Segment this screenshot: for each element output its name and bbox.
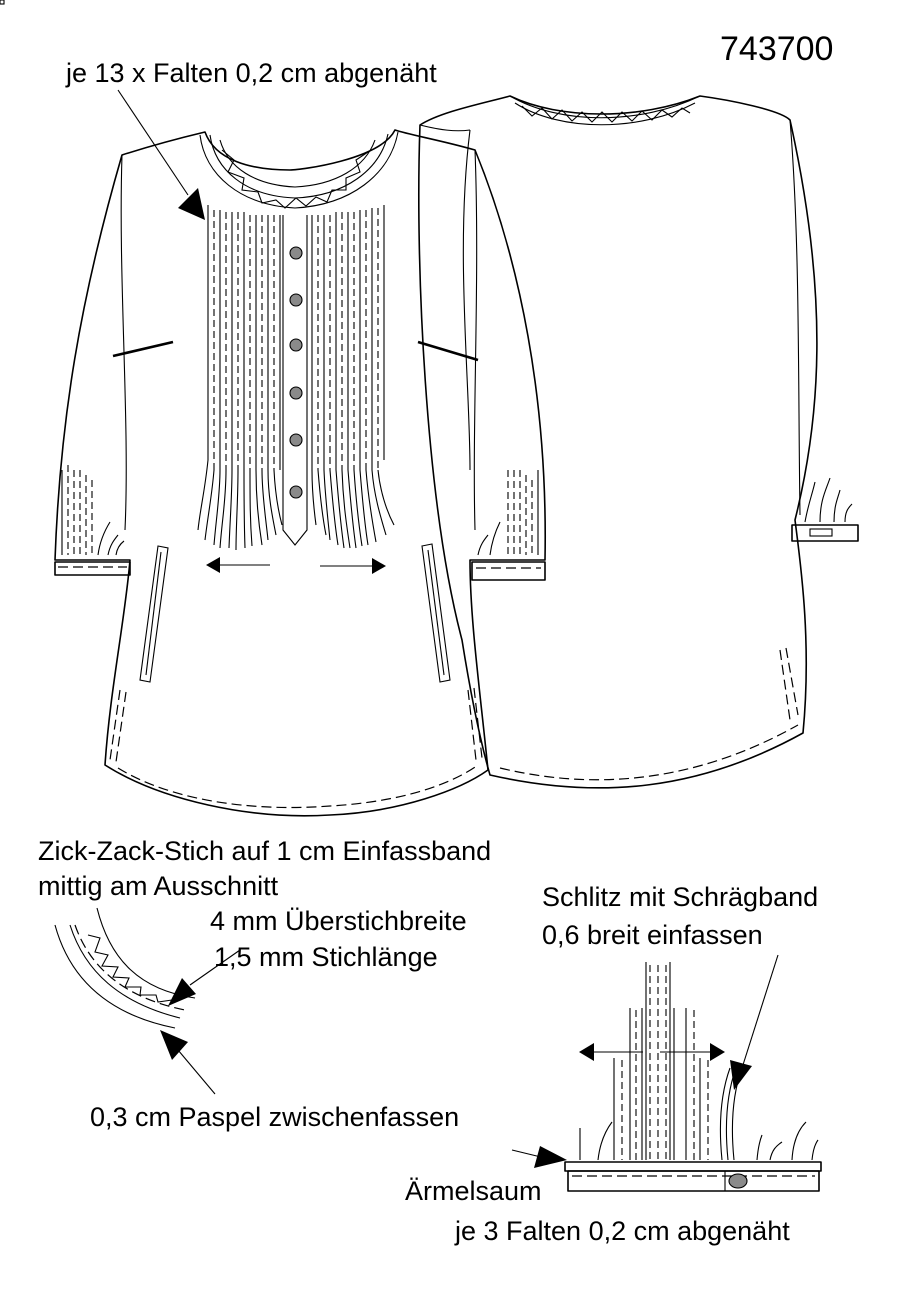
piping-leader-arrowhead: [160, 1030, 188, 1060]
front-left-sleeve-seam: [120, 154, 127, 531]
pleats-front-label: je 13 x Falten 0,2 cm abgenäht: [65, 58, 437, 88]
front-left-pocket-inner: [145, 551, 162, 676]
back-neckline: [509, 95, 701, 119]
zigzag-leader-line: [189, 949, 241, 986]
front-left-pleat-ends: [197, 459, 283, 551]
front-button-2: [289, 293, 303, 307]
front-right-pocket: [421, 543, 451, 683]
front-view: [54, 129, 547, 817]
slit-label-line2: 0,6 breit einfassen: [542, 920, 763, 950]
front-left-cuff-folds: [61, 470, 125, 556]
sleeve-left-arrowhead: [579, 1043, 594, 1061]
front-right-sleeve-seam: [473, 149, 478, 531]
sleeve-detail: [511, 954, 822, 1192]
back-cuff-tab: [809, 528, 833, 537]
front-left-pocket: [139, 545, 169, 683]
pleats-sleeve-label: je 3 Falten 0,2 cm abgenäht: [454, 1216, 790, 1246]
corner-marker: [0, 0, 5, 5]
slit-leader-arrowhead: [730, 1060, 752, 1090]
back-side-slit: [779, 647, 799, 721]
zigzag-label-line2: mittig am Ausschnitt: [38, 871, 279, 901]
front-button-3: [289, 338, 303, 352]
neck-detail-zigzag: [87, 934, 173, 1003]
back-hem-stitch: [499, 724, 799, 781]
back-sleeve-line: [462, 129, 471, 471]
front-left-arrowhead: [206, 557, 220, 573]
piping-label: 0,3 cm Paspel zwischenfassen: [90, 1102, 459, 1132]
front-right-pleat-ends: [311, 469, 395, 549]
neck-detail-outer2: [69, 924, 181, 1019]
back-cuff: [791, 524, 859, 542]
stitch-width-label: 4 mm Überstichbreite: [210, 906, 467, 936]
front-left-side-slit: [109, 689, 127, 763]
front-right-dart: [417, 340, 479, 362]
neck-detail-stitch: [74, 924, 186, 1011]
pleats-leader-line: [117, 89, 189, 196]
neckline-detail: [54, 907, 241, 1095]
front-right-side-slit: [467, 687, 483, 761]
pleats-leader-arrowhead: [178, 188, 205, 220]
front-left-pleats-dashed: [213, 210, 275, 470]
front-button-4: [289, 386, 303, 400]
front-neck-zigzag: [221, 149, 369, 209]
front-right-pleats-solid: [311, 205, 385, 470]
sleeve-hem-leader-arrowhead: [534, 1146, 567, 1168]
front-button-1: [289, 246, 303, 260]
back-neckband-inner: [514, 102, 696, 126]
zigzag-leader-arrowhead: [168, 978, 196, 1006]
sleeve-pleat-folds: [579, 1121, 819, 1161]
back-armhole: [419, 124, 471, 132]
zigzag-label-line1: Zick-Zack-Stich auf 1 cm Einfassband: [38, 836, 491, 866]
front-neckline-mid: [209, 133, 389, 199]
sleeve-hem-band-top: [564, 1161, 822, 1172]
front-button-6: [289, 485, 303, 499]
sleeve-right-arrowhead: [710, 1043, 725, 1061]
piping-leader-line: [177, 1049, 216, 1095]
slit-leader-line: [741, 954, 779, 1069]
front-right-cuff-folds: [477, 470, 539, 556]
front-neckline-outer: [199, 131, 399, 209]
sleeve-button: [728, 1173, 748, 1189]
sleeve-hem-band: [567, 1170, 820, 1192]
front-right-arrowhead: [372, 558, 386, 574]
sleeve-hem-label: Ärmelsaum: [405, 1176, 542, 1206]
front-right-pocket-inner: [427, 549, 445, 676]
front-left-dart: [112, 340, 174, 358]
front-left-pleats-solid: [207, 205, 281, 470]
stitch-length-label: 1,5 mm Stichlänge: [214, 942, 438, 972]
neck-detail-outer: [54, 924, 176, 1029]
sleeve-pleats-solid: [613, 962, 701, 1160]
front-left-cuff: [54, 561, 131, 576]
front-body-outline: [54, 129, 547, 817]
front-hem-stitch: [117, 764, 479, 809]
front-left-cuff-pleats: [67, 465, 93, 555]
front-button-5: [289, 433, 303, 447]
back-sleeve-right: [789, 119, 801, 516]
slit-label-line1: Schlitz mit Schrägband: [542, 882, 818, 912]
back-view: [418, 95, 859, 789]
back-neckband-zigzag: [521, 105, 691, 123]
front-placket: [282, 215, 308, 546]
back-cuff-pleats: [804, 477, 853, 523]
front-right-cuff: [471, 561, 546, 581]
sleeve-pleats-dashed: [621, 965, 709, 1160]
pattern-number: 743700: [720, 30, 833, 68]
front-right-cuff-pleats: [507, 470, 533, 555]
front-right-pleats-dashed: [317, 208, 379, 470]
